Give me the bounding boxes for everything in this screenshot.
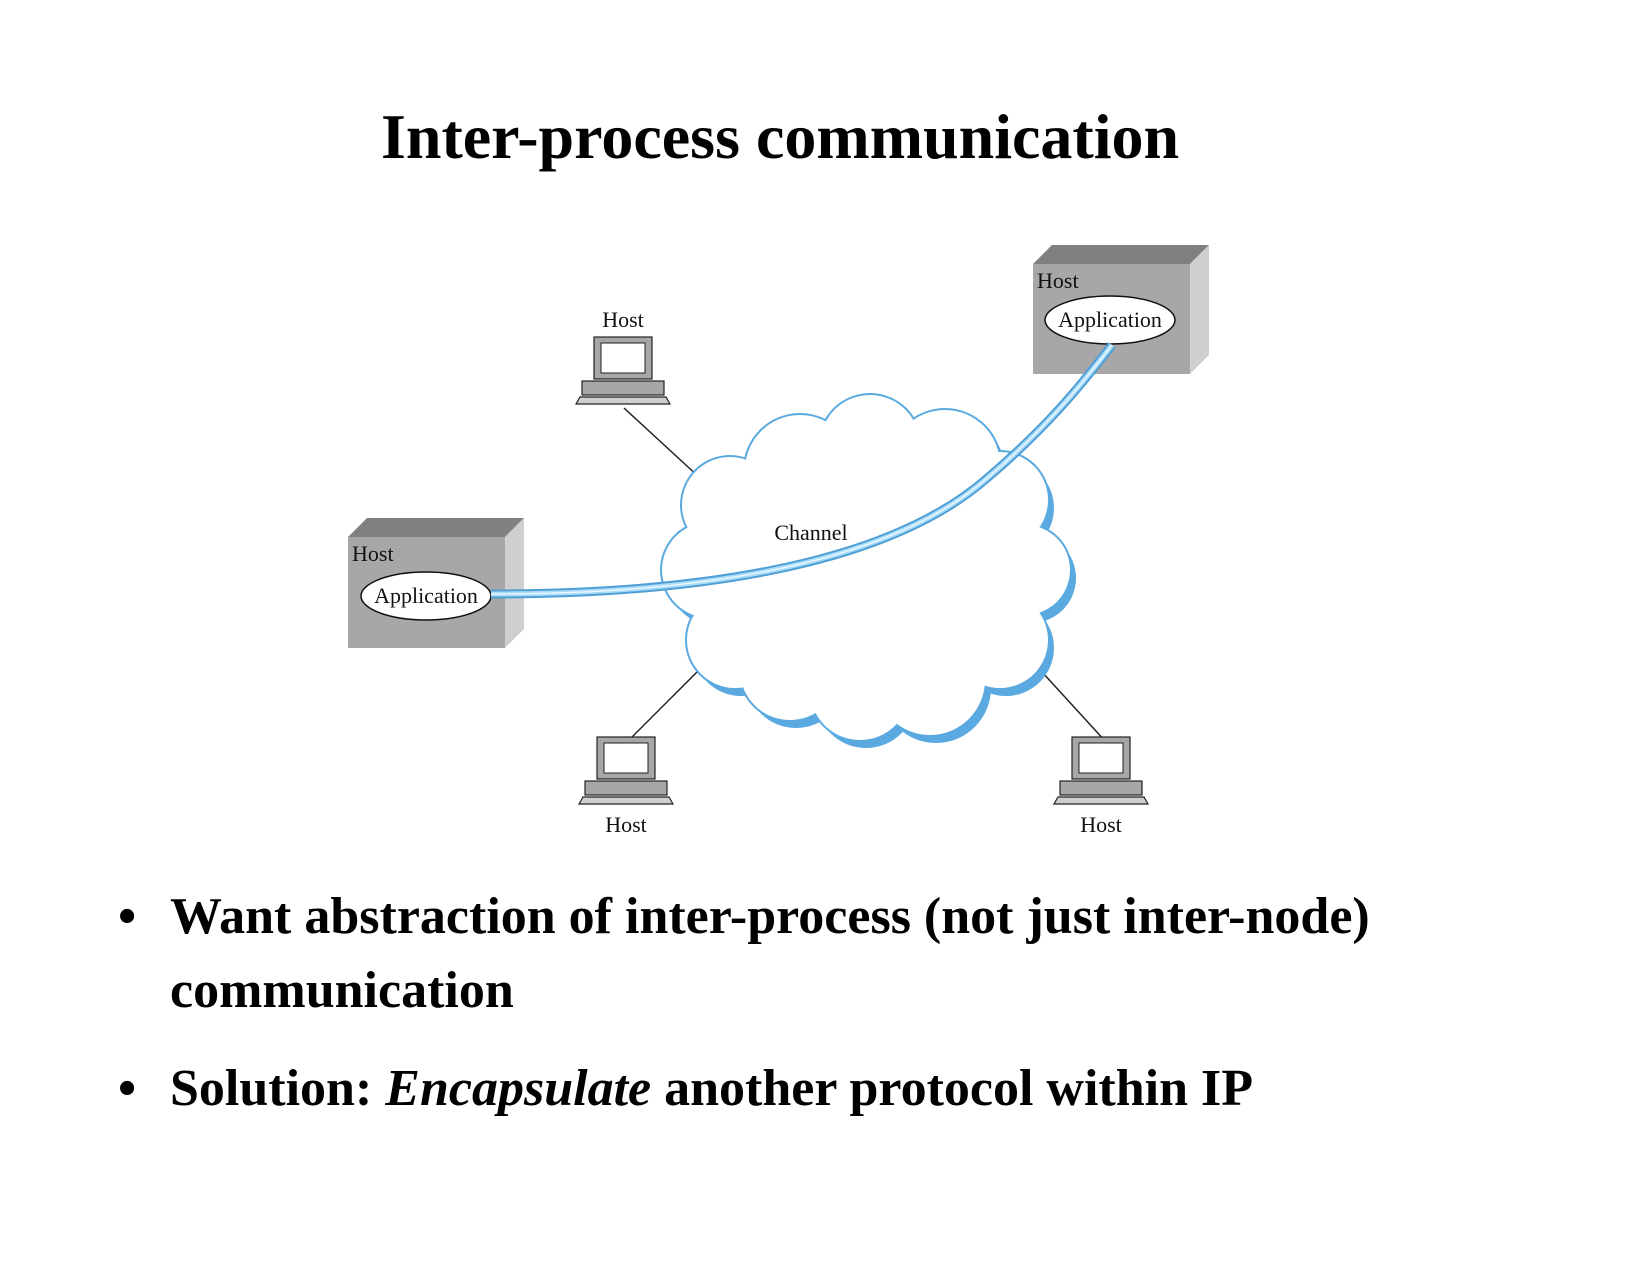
host-computer-bottom-left-label: Host xyxy=(605,812,647,837)
host-box-left: Host Application xyxy=(348,518,524,648)
host-computer-bottom-right-label: Host xyxy=(1080,812,1122,837)
link-bottom-left-host xyxy=(626,666,703,743)
bullet-prefix: Solution: xyxy=(170,1060,386,1117)
host-computer-top: Host xyxy=(574,307,672,405)
network-diagram: Host Application Host Application Channe… xyxy=(348,245,1209,837)
host-computer-bottom-left: Host xyxy=(577,736,675,837)
bullet-text: Want abstraction of inter-process (not j… xyxy=(170,888,1370,1019)
bullet-dot-icon: • xyxy=(118,888,137,945)
bullet-item: • Want abstraction of inter-process (not… xyxy=(118,880,1518,1028)
host-box-right-label: Host xyxy=(1037,268,1079,293)
slide-title: Inter-process communication xyxy=(380,101,1180,172)
application-label-left: Application xyxy=(374,583,478,608)
host-computer-top-label: Host xyxy=(602,307,644,332)
bullet-suffix: another protocol within IP xyxy=(651,1060,1254,1117)
bullet-item: • Solution: Encapsulate another protocol… xyxy=(118,1052,1518,1126)
link-top-host xyxy=(623,407,701,479)
bullet-emphasis: Encapsulate xyxy=(385,1060,652,1117)
link-bottom-right-host xyxy=(1041,671,1107,743)
bullet-list: • Want abstraction of inter-process (not… xyxy=(118,880,1518,1150)
network-cloud xyxy=(660,393,1076,748)
bullet-dot-icon: • xyxy=(118,1060,137,1117)
host-computer-bottom-right: Host xyxy=(1052,736,1150,837)
host-box-left-label: Host xyxy=(352,541,394,566)
channel-label: Channel xyxy=(774,520,847,545)
host-box-right: Host Application xyxy=(1033,245,1209,374)
application-label-right: Application xyxy=(1058,307,1162,332)
channel-pipe xyxy=(490,342,1116,599)
